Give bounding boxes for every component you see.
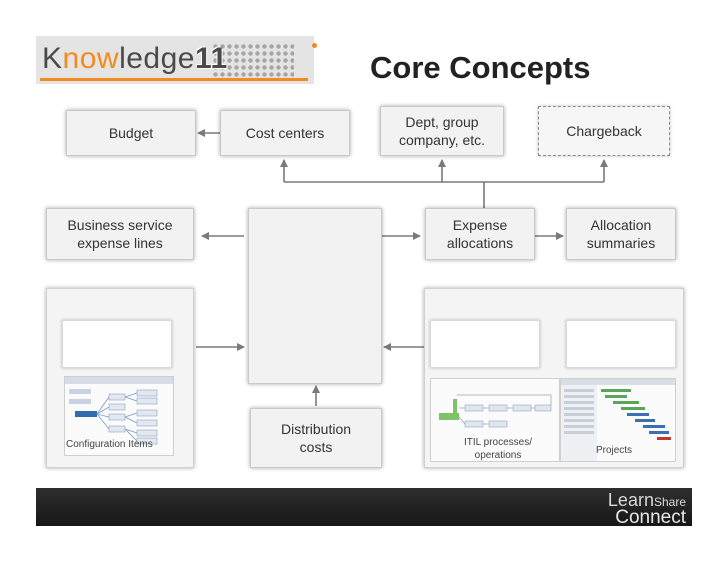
distribution-costs-box: Distribution costs [250, 408, 382, 468]
central-box [248, 208, 382, 384]
configuration-items-label: Configuration Items [66, 439, 153, 450]
projects-placeholder [566, 320, 676, 368]
dept-box: Dept, group company, etc. [380, 106, 504, 156]
footer-bar [36, 488, 692, 526]
brand-share: Share [653, 495, 686, 509]
itil-screenshot [430, 378, 560, 462]
distribution-label-line1: Distribution [280, 421, 352, 437]
allocation-summaries-box: Allocation summaries [566, 208, 676, 260]
itil-label-line1: ITIL processes/ [464, 437, 532, 448]
itil-label-line2: operations [474, 450, 522, 461]
dept-label-line2: company, etc. [398, 132, 486, 148]
projects-gantt-image [561, 379, 675, 461]
configuration-items-placeholder [62, 320, 172, 368]
logo-dot [312, 43, 317, 48]
budget-label: Budget [108, 125, 154, 141]
allocation-label-line2: summaries [586, 235, 656, 251]
cost-centers-label: Cost centers [245, 125, 325, 141]
logo-dot-pattern [212, 43, 294, 77]
business-service-box: Business service expense lines [46, 208, 194, 260]
logo-accent: now [62, 42, 120, 75]
logo-number: 11 [194, 42, 228, 75]
chargeback-label: Chargeback [566, 123, 642, 139]
brand-learn: Learn [607, 490, 654, 510]
logo-part1: K [42, 42, 63, 75]
itil-placeholder [430, 320, 540, 368]
expense-label-line2: allocations [446, 235, 514, 251]
projects-screenshot [560, 378, 676, 462]
logo-underline [40, 78, 308, 81]
logo-part2: ledge [119, 42, 195, 75]
projects-label: Projects [595, 445, 633, 456]
business-label-line2: expense lines [77, 235, 163, 251]
brand-logo: LearnShare Connect [607, 490, 686, 528]
itil-label: ITIL processes/ operations [450, 436, 546, 462]
ci-diagram-image [65, 377, 173, 445]
itil-process-image [439, 394, 552, 428]
dept-label-line1: Dept, group [405, 114, 479, 130]
configuration-items-screenshot [64, 376, 174, 456]
chargeback-box: Chargeback [538, 106, 670, 156]
logo: Knowledge11 [42, 42, 228, 76]
cost-centers-box: Cost centers [220, 110, 350, 156]
expense-label-line1: Expense [452, 217, 508, 233]
business-label-line1: Business service [67, 217, 173, 233]
expense-allocations-box: Expense allocations [425, 208, 535, 260]
brand-connect: Connect [615, 507, 686, 528]
distribution-label-line2: costs [299, 439, 333, 455]
allocation-label-line1: Allocation [590, 217, 652, 233]
budget-box: Budget [66, 110, 196, 156]
page-title: Core Concepts [370, 50, 591, 85]
